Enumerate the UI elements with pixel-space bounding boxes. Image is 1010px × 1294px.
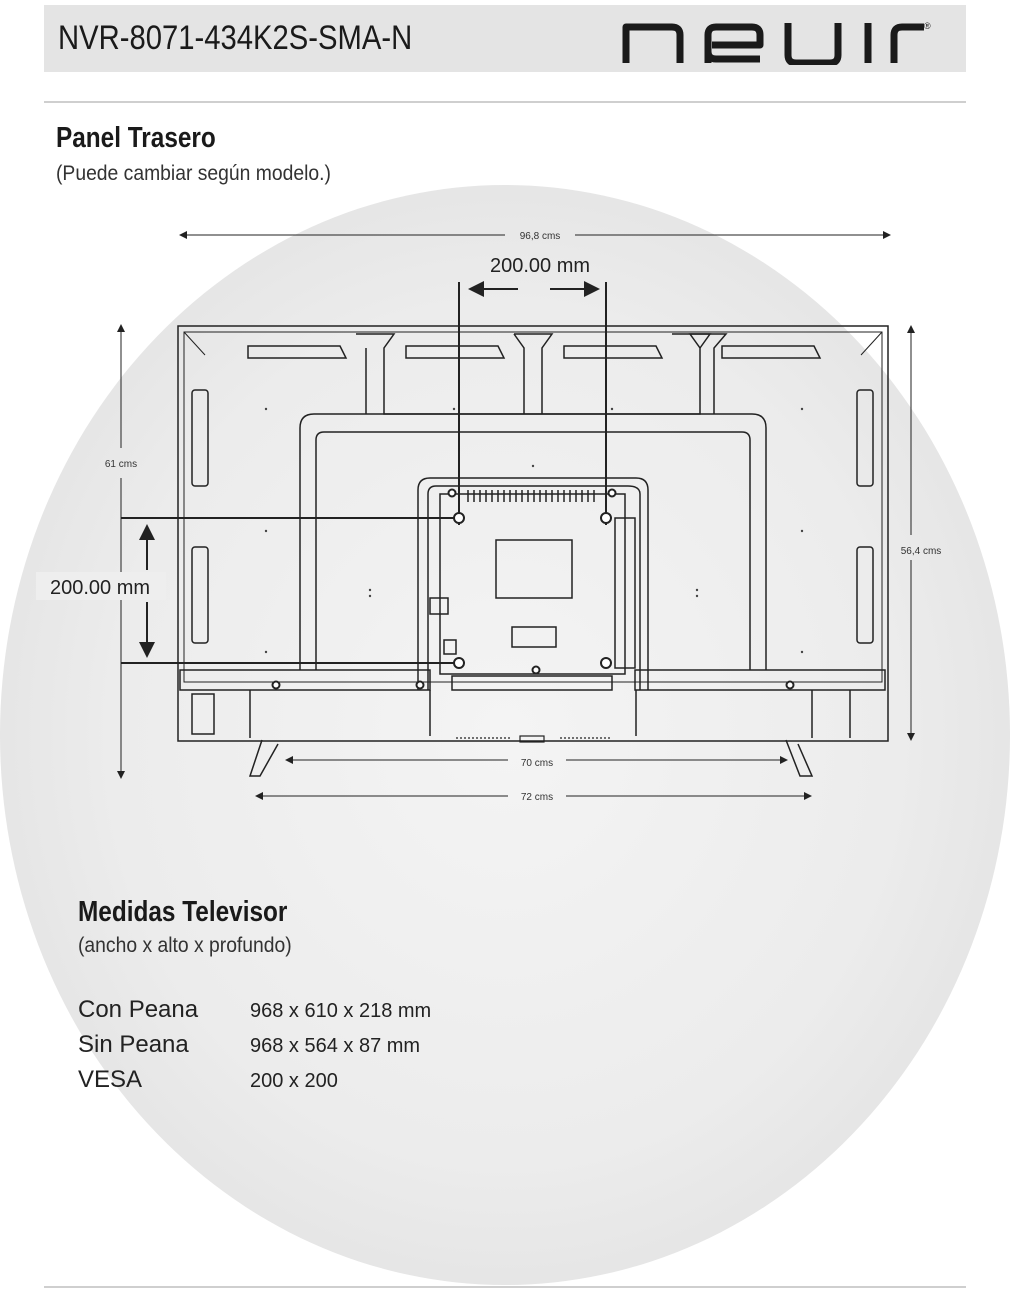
model-number: NVR-8071-434K2S-SMA-N bbox=[58, 19, 413, 57]
spec-label: VESA bbox=[78, 1066, 143, 1093]
label-vesa-v: 200.00 mm bbox=[50, 577, 150, 599]
spec-value: 200 x 200 bbox=[250, 1070, 338, 1092]
spec-label: Con Peana bbox=[78, 996, 199, 1023]
dimension-vesa-horizontal: 200.00 mm bbox=[458, 255, 607, 525]
divider-bottom bbox=[44, 1286, 966, 1288]
measures-table: Con Peana 968 x 610 x 218 mm Sin Peana 9… bbox=[78, 996, 578, 1101]
rear-panel-title: Panel Trasero bbox=[56, 122, 216, 154]
svg-text:®: ® bbox=[924, 21, 931, 31]
rear-panel-subtitle: (Puede cambiar según modelo.) bbox=[56, 162, 331, 185]
spec-value: 968 x 564 x 87 mm bbox=[250, 1035, 421, 1057]
dimension-vesa-vertical: 200.00 mm bbox=[36, 517, 459, 664]
label-panel-height: 56,4 cms bbox=[901, 546, 942, 557]
dimension-panel-height: 56,4 cms bbox=[901, 325, 942, 741]
spec-row-vesa: VESA 200 x 200 bbox=[78, 1066, 578, 1101]
dimension-stand-outer: 72 cms bbox=[255, 792, 812, 803]
label-stand-outer: 72 cms bbox=[521, 792, 553, 803]
brand-logo: ® bbox=[622, 21, 931, 65]
vesa-screw-holes bbox=[271, 488, 795, 690]
bottom-ports bbox=[456, 735, 612, 743]
header-bar: NVR-8071-434K2S-SMA-N ® bbox=[44, 5, 966, 72]
spec-label: Sin Peana bbox=[78, 1031, 189, 1058]
background-lion-watermark bbox=[0, 185, 1010, 1285]
spec-row-with-stand: Con Peana 968 x 610 x 218 mm bbox=[78, 996, 578, 1031]
screw-dots bbox=[264, 407, 804, 654]
label-total-width: 96,8 cms bbox=[520, 231, 561, 242]
tv-outline bbox=[177, 325, 889, 777]
spec-value: 968 x 610 x 218 mm bbox=[250, 1000, 432, 1022]
dimension-stand-inner: 70 cms bbox=[285, 756, 788, 769]
tv-rear-diagram: 96,8 cms 200.00 mm 61 cms 56,4 cms 200.0… bbox=[36, 231, 942, 803]
vent-slots bbox=[467, 490, 595, 502]
divider-top bbox=[44, 101, 966, 103]
label-total-height: 61 cms bbox=[105, 459, 137, 470]
measures-title: Medidas Televisor bbox=[78, 896, 288, 928]
dimension-total-width: 96,8 cms bbox=[179, 231, 891, 242]
label-vesa-h: 200.00 mm bbox=[490, 255, 590, 277]
label-stand-inner: 70 cms bbox=[521, 758, 553, 769]
measures-subtitle: (ancho x alto x profundo) bbox=[78, 934, 292, 957]
dimension-total-height: 61 cms bbox=[105, 324, 137, 779]
spec-row-without-stand: Sin Peana 968 x 564 x 87 mm bbox=[78, 1031, 578, 1066]
